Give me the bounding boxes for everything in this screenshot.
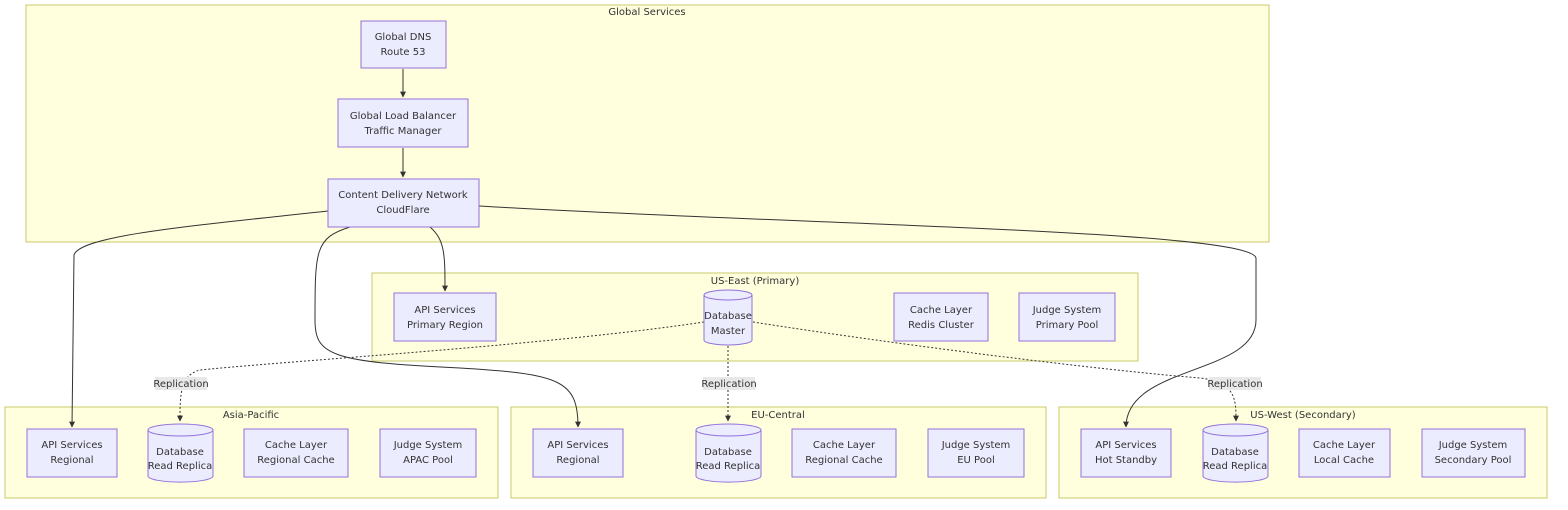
svg-text:Cache Layer: Cache Layer	[813, 440, 876, 451]
svg-text:Cache Layer: Cache Layer	[1313, 440, 1376, 451]
svg-text:Read Replica: Read Replica	[1203, 461, 1268, 472]
edge-label-replication-eu: Replication	[701, 377, 757, 390]
svg-text:Cache Layer: Cache Layer	[265, 440, 328, 451]
node-apac-database-replica[interactable]: Database Read Replica	[147, 423, 214, 483]
cluster-label-eu: EU-Central	[751, 410, 805, 421]
node-use-api[interactable]: API Services Primary Region	[393, 292, 497, 342]
node-eu-database-replica[interactable]: Database Read Replica	[695, 423, 762, 483]
svg-text:Read Replica: Read Replica	[148, 461, 213, 472]
svg-text:Hot Standby: Hot Standby	[1095, 455, 1157, 466]
svg-text:Judge System: Judge System	[393, 440, 463, 451]
svg-text:API Services: API Services	[41, 440, 102, 451]
svg-text:API Services: API Services	[1095, 440, 1156, 451]
svg-text:Database: Database	[704, 311, 752, 322]
svg-text:Database: Database	[704, 447, 752, 458]
edge-replication-usw	[752, 321, 1239, 422]
svg-text:Judge System: Judge System	[941, 440, 1011, 451]
svg-text:Cache Layer: Cache Layer	[910, 305, 973, 316]
svg-text:Primary Pool: Primary Pool	[1036, 320, 1099, 331]
svg-text:Content Delivery Network: Content Delivery Network	[338, 190, 468, 201]
node-eu-judge[interactable]: Judge System EU Pool	[927, 428, 1025, 478]
cluster-label-apac: Asia-Pacific	[223, 410, 279, 421]
svg-text:Read Replica: Read Replica	[696, 461, 761, 472]
edge-cdn-to-use-api	[429, 226, 448, 292]
svg-text:API Services: API Services	[414, 305, 475, 316]
svg-text:API Services: API Services	[547, 440, 608, 451]
svg-text:Global Load Balancer: Global Load Balancer	[350, 111, 457, 122]
svg-text:Judge System: Judge System	[1438, 440, 1508, 451]
cluster-global-services: Global Services	[25, 4, 1270, 243]
node-apac-api[interactable]: API Services Regional	[26, 428, 118, 478]
svg-text:Regional: Regional	[50, 455, 93, 466]
node-apac-cache[interactable]: Cache Layer Regional Cache	[243, 428, 349, 478]
edge-cdn-to-usw-api	[478, 205, 1257, 428]
node-use-cache[interactable]: Cache Layer Redis Cluster	[893, 292, 989, 342]
node-eu-api[interactable]: API Services Regional	[532, 428, 624, 478]
svg-text:Regional Cache: Regional Cache	[257, 455, 334, 466]
svg-text:Replication: Replication	[701, 379, 756, 390]
node-usw-judge[interactable]: Judge System Secondary Pool	[1421, 428, 1526, 478]
cluster-us-east: US-East (Primary)	[371, 272, 1139, 362]
svg-text:Regional Cache: Regional Cache	[805, 455, 882, 466]
svg-text:Database: Database	[156, 447, 204, 458]
svg-text:Route 53: Route 53	[381, 47, 426, 58]
node-usw-cache[interactable]: Cache Layer Local Cache	[1298, 428, 1391, 478]
svg-text:Primary Region: Primary Region	[407, 320, 483, 331]
svg-text:Redis Cluster: Redis Cluster	[908, 320, 975, 331]
node-use-database-master[interactable]: Database Master	[703, 289, 753, 346]
svg-text:Traffic Manager: Traffic Manager	[363, 126, 442, 137]
node-eu-cache[interactable]: Cache Layer Regional Cache	[791, 428, 897, 478]
edge-label-replication-usw: Replication	[1207, 377, 1263, 390]
node-apac-judge[interactable]: Judge System APAC Pool	[379, 428, 477, 478]
svg-text:Regional: Regional	[556, 455, 599, 466]
node-usw-api[interactable]: API Services Hot Standby	[1080, 428, 1172, 478]
cluster-label-us-east: US-East (Primary)	[711, 276, 800, 287]
edge-label-replication-apac: Replication	[153, 377, 209, 390]
svg-text:CloudFlare: CloudFlare	[376, 205, 429, 216]
node-use-judge[interactable]: Judge System Primary Pool	[1018, 292, 1116, 342]
node-cdn[interactable]: Content Delivery Network CloudFlare	[327, 178, 480, 228]
svg-text:Judge System: Judge System	[1032, 305, 1102, 316]
svg-text:EU Pool: EU Pool	[957, 455, 995, 466]
edge-cdn-to-apac-api	[69, 210, 329, 428]
svg-text:Replication: Replication	[153, 379, 208, 390]
node-usw-database-replica[interactable]: Database Read Replica	[1202, 423, 1269, 483]
svg-text:Master: Master	[711, 326, 746, 337]
cluster-label-global: Global Services	[608, 7, 685, 18]
svg-text:Database: Database	[1211, 447, 1259, 458]
svg-text:Global DNS: Global DNS	[375, 32, 432, 43]
svg-text:Local Cache: Local Cache	[1314, 455, 1374, 466]
node-global-load-balancer[interactable]: Global Load Balancer Traffic Manager	[337, 98, 469, 148]
svg-text:Secondary Pool: Secondary Pool	[1435, 455, 1512, 466]
svg-text:APAC Pool: APAC Pool	[403, 455, 453, 466]
node-global-dns[interactable]: Global DNS Route 53	[360, 20, 447, 69]
cluster-label-us-west: US-West (Secondary)	[1250, 410, 1355, 421]
svg-text:Replication: Replication	[1207, 379, 1262, 390]
